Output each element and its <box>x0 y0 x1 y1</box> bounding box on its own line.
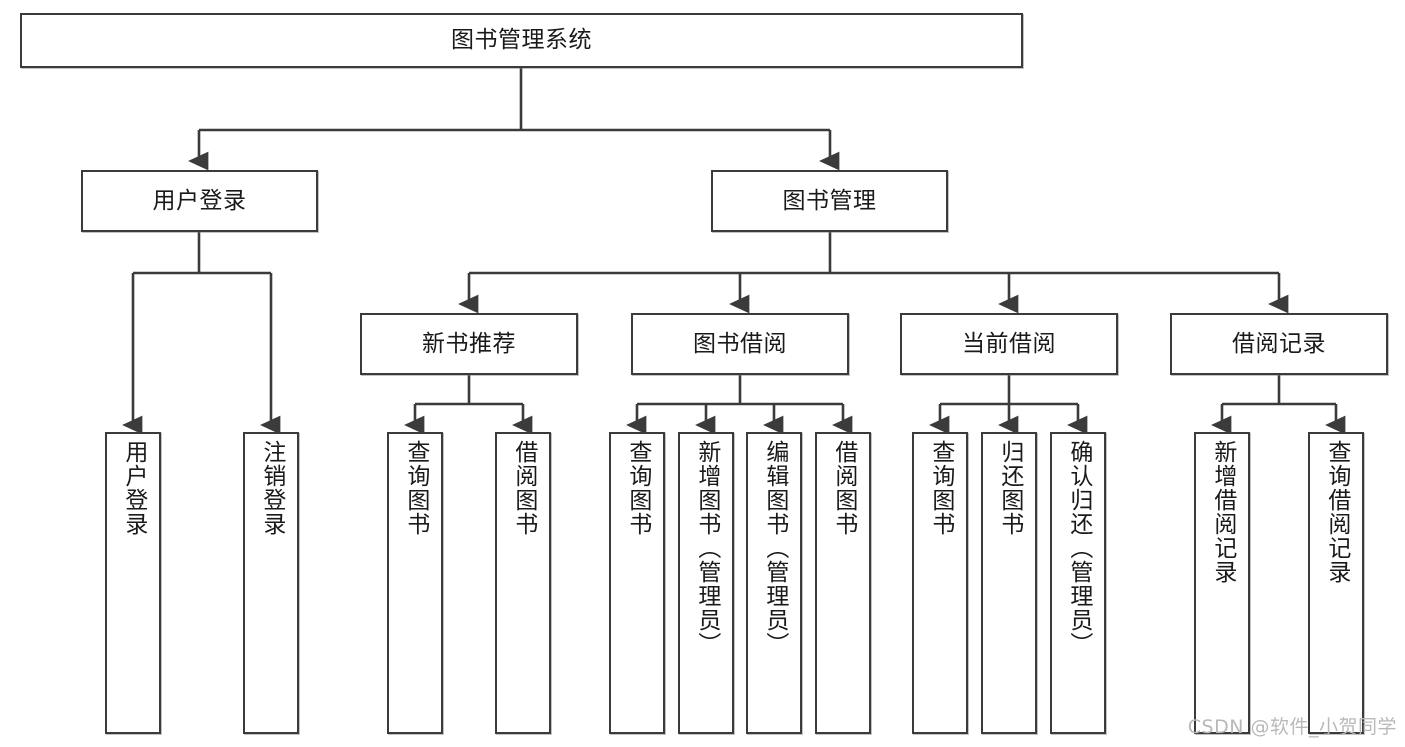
node-label: 用户登录 <box>152 187 247 214</box>
node-leaf-borrow-book[interactable]: 借阅图书 <box>815 432 871 734</box>
node-label: 借阅图书 <box>510 440 537 536</box>
watermark: CSDN @软件_小贺同学 <box>1187 716 1397 738</box>
node-label: 新增图书（管理员） <box>693 440 720 656</box>
node-label: 图书借阅 <box>693 330 787 357</box>
node-label: 借阅图书 <box>830 440 857 536</box>
node-leaf-edit-book-admin[interactable]: 编辑图书（管理员） <box>746 432 802 734</box>
node-leaf-query-book-recommend[interactable]: 查询图书 <box>387 432 443 734</box>
node-label: 查询图书 <box>927 440 954 536</box>
node-label: 注销登录 <box>258 440 285 536</box>
node-leaf-query-borrow-record[interactable]: 查询借阅记录 <box>1308 432 1364 734</box>
node-label: 查询图书 <box>624 440 651 536</box>
node-user-login[interactable]: 用户登录 <box>81 170 318 232</box>
node-label: 查询借阅记录 <box>1323 440 1350 584</box>
node-label: 图书管理 <box>782 187 877 214</box>
node-new-book-recommend[interactable]: 新书推荐 <box>360 313 578 375</box>
node-leaf-query-book-borrow[interactable]: 查询图书 <box>609 432 665 734</box>
node-root-library-management-system[interactable]: 图书管理系统 <box>20 13 1023 68</box>
node-label: 借阅记录 <box>1232 330 1326 357</box>
node-leaf-user-login[interactable]: 用户登录 <box>105 432 161 734</box>
node-leaf-query-book-current[interactable]: 查询图书 <box>912 432 968 734</box>
node-label: 归还图书 <box>996 440 1023 536</box>
node-leaf-confirm-return-admin[interactable]: 确认归还（管理员） <box>1050 432 1106 734</box>
node-leaf-borrow-book-recommend[interactable]: 借阅图书 <box>495 432 551 734</box>
node-label: 新书推荐 <box>422 330 516 357</box>
node-leaf-return-book[interactable]: 归还图书 <box>981 432 1037 734</box>
node-current-borrow[interactable]: 当前借阅 <box>900 313 1118 375</box>
node-label: 用户登录 <box>120 440 147 536</box>
node-label: 当前借阅 <box>962 330 1056 357</box>
node-label: 查询图书 <box>402 440 429 536</box>
node-label: 新增借阅记录 <box>1209 440 1236 584</box>
node-label: 确认归还（管理员） <box>1065 440 1092 656</box>
node-label: 编辑图书（管理员） <box>761 440 788 656</box>
node-leaf-add-borrow-record[interactable]: 新增借阅记录 <box>1194 432 1250 734</box>
node-leaf-add-book-admin[interactable]: 新增图书（管理员） <box>678 432 734 734</box>
node-leaf-logout[interactable]: 注销登录 <box>243 432 299 734</box>
node-book-management[interactable]: 图书管理 <box>711 170 948 232</box>
node-borrow-record[interactable]: 借阅记录 <box>1170 313 1388 375</box>
node-label: 图书管理系统 <box>451 27 592 53</box>
node-book-borrow[interactable]: 图书借阅 <box>631 313 849 375</box>
